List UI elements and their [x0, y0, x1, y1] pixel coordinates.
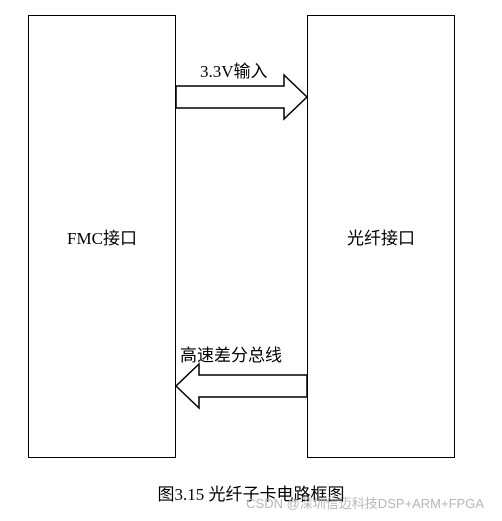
fmc-interface-block: FMC接口	[28, 15, 176, 458]
fiber-interface-label: 光纤接口	[347, 229, 415, 248]
figure-caption: 图3.15 光纤子卡电路框图	[157, 485, 345, 504]
watermark-text: CSDN @深圳信迈科技DSP+ARM+FPGA	[246, 496, 484, 511]
power-input-arrow	[175, 73, 309, 121]
differential-bus-label: 高速差分总线	[180, 346, 282, 365]
fmc-interface-label: FMC接口	[67, 229, 137, 248]
fiber-interface-block: 光纤接口	[307, 15, 455, 458]
differential-bus-arrow	[174, 362, 308, 410]
power-input-label: 3.3V输入	[200, 62, 268, 81]
